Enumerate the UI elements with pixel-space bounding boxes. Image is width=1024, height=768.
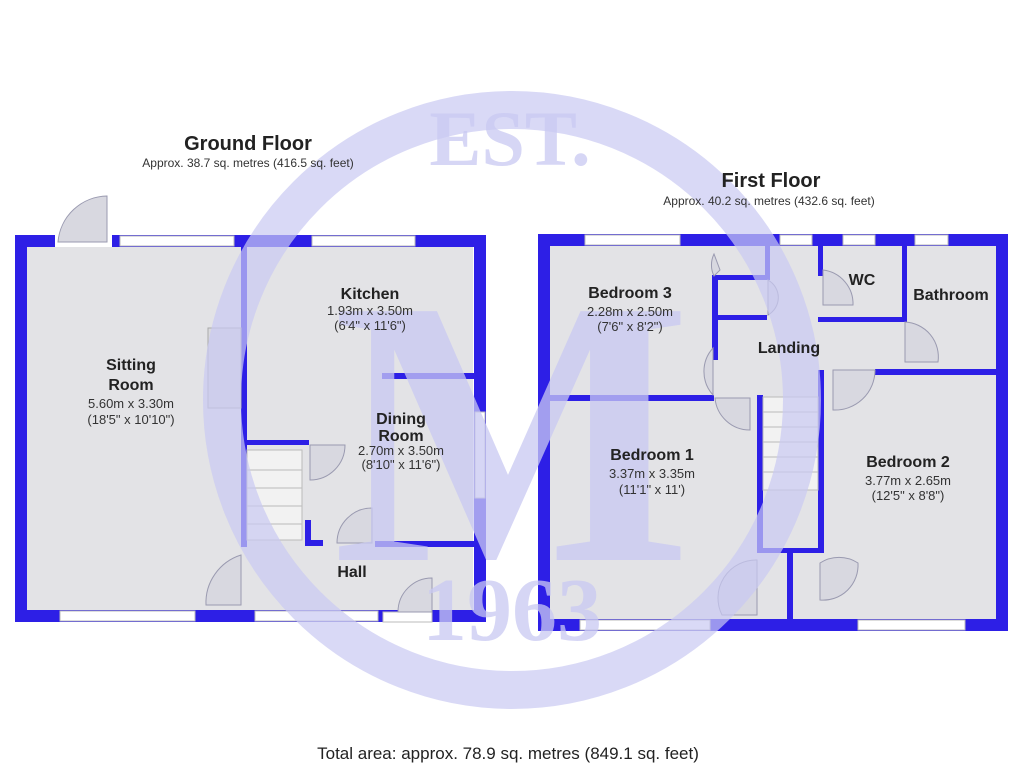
svg-text:1.93m x 3.50m: 1.93m x 3.50m <box>327 303 413 318</box>
svg-text:2.28m x 2.50m: 2.28m x 2.50m <box>587 304 673 319</box>
svg-text:Room: Room <box>108 377 153 394</box>
total-area: Total area: approx. 78.9 sq. metres (849… <box>317 744 699 763</box>
svg-text:(11'1" x 11'): (11'1" x 11') <box>619 482 685 497</box>
first-floor-title: First Floor <box>722 170 821 192</box>
room-label-bedroom-3: Bedroom 3 2.28m x 2.50m (7'6" x 8'2") <box>587 285 673 334</box>
svg-text:(7'6" x 8'2"): (7'6" x 8'2") <box>597 319 663 334</box>
room-label-bedroom-1: Bedroom 1 3.37m x 3.35m (11'1" x 11') <box>609 447 695 497</box>
room-label-landing: Landing <box>758 340 820 357</box>
svg-text:(12'5" x 8'8"): (12'5" x 8'8") <box>872 488 945 503</box>
svg-text:Bedroom 1: Bedroom 1 <box>610 447 694 464</box>
svg-text:1963: 1963 <box>422 561 602 660</box>
svg-text:3.77m x 2.65m: 3.77m x 2.65m <box>865 473 951 488</box>
room-label-hall: Hall <box>337 564 366 581</box>
room-label-dining-room: Dining Room 2.70m x 3.50m (8'10" x 11'6"… <box>358 411 444 472</box>
svg-text:Sitting: Sitting <box>106 357 156 374</box>
svg-text:Dining: Dining <box>376 411 426 428</box>
svg-text:(18'5" x 10'10"): (18'5" x 10'10") <box>87 412 174 427</box>
ground-floor-title: Ground Floor <box>184 133 312 155</box>
room-label-bathroom: Bathroom <box>913 287 989 304</box>
watermark-logo: EST. M 1963 <box>203 91 821 709</box>
svg-text:EST.: EST. <box>429 95 590 182</box>
svg-text:3.37m x 3.35m: 3.37m x 3.35m <box>609 466 695 481</box>
svg-text:Bedroom 3: Bedroom 3 <box>588 285 672 302</box>
svg-text:Kitchen: Kitchen <box>341 286 400 303</box>
svg-text:Room: Room <box>378 428 423 445</box>
first-floor-area-text: Approx. 40.2 sq. metres (432.6 sq. feet) <box>663 194 874 208</box>
ground-floor-area-text: Approx. 38.7 sq. metres (416.5 sq. feet) <box>142 156 353 170</box>
svg-text:2.70m x 3.50m: 2.70m x 3.50m <box>358 443 444 458</box>
svg-text:(8'10" x 11'6"): (8'10" x 11'6") <box>362 457 441 472</box>
first-floor-windows <box>579 234 966 631</box>
svg-text:(6'4" x 11'6"): (6'4" x 11'6") <box>334 318 406 333</box>
svg-text:5.60m x 3.30m: 5.60m x 3.30m <box>88 396 174 411</box>
svg-text:Bedroom 2: Bedroom 2 <box>866 454 950 471</box>
room-label-kitchen: Kitchen 1.93m x 3.50m (6'4" x 11'6") <box>327 286 413 333</box>
room-label-wc: WC <box>849 272 876 289</box>
svg-text:M: M <box>333 222 692 643</box>
room-label-sitting-room: Sitting Room 5.60m x 3.30m (18'5" x 10'1… <box>87 357 174 427</box>
room-label-bedroom-2: Bedroom 2 3.77m x 2.65m (12'5" x 8'8") <box>865 454 951 503</box>
